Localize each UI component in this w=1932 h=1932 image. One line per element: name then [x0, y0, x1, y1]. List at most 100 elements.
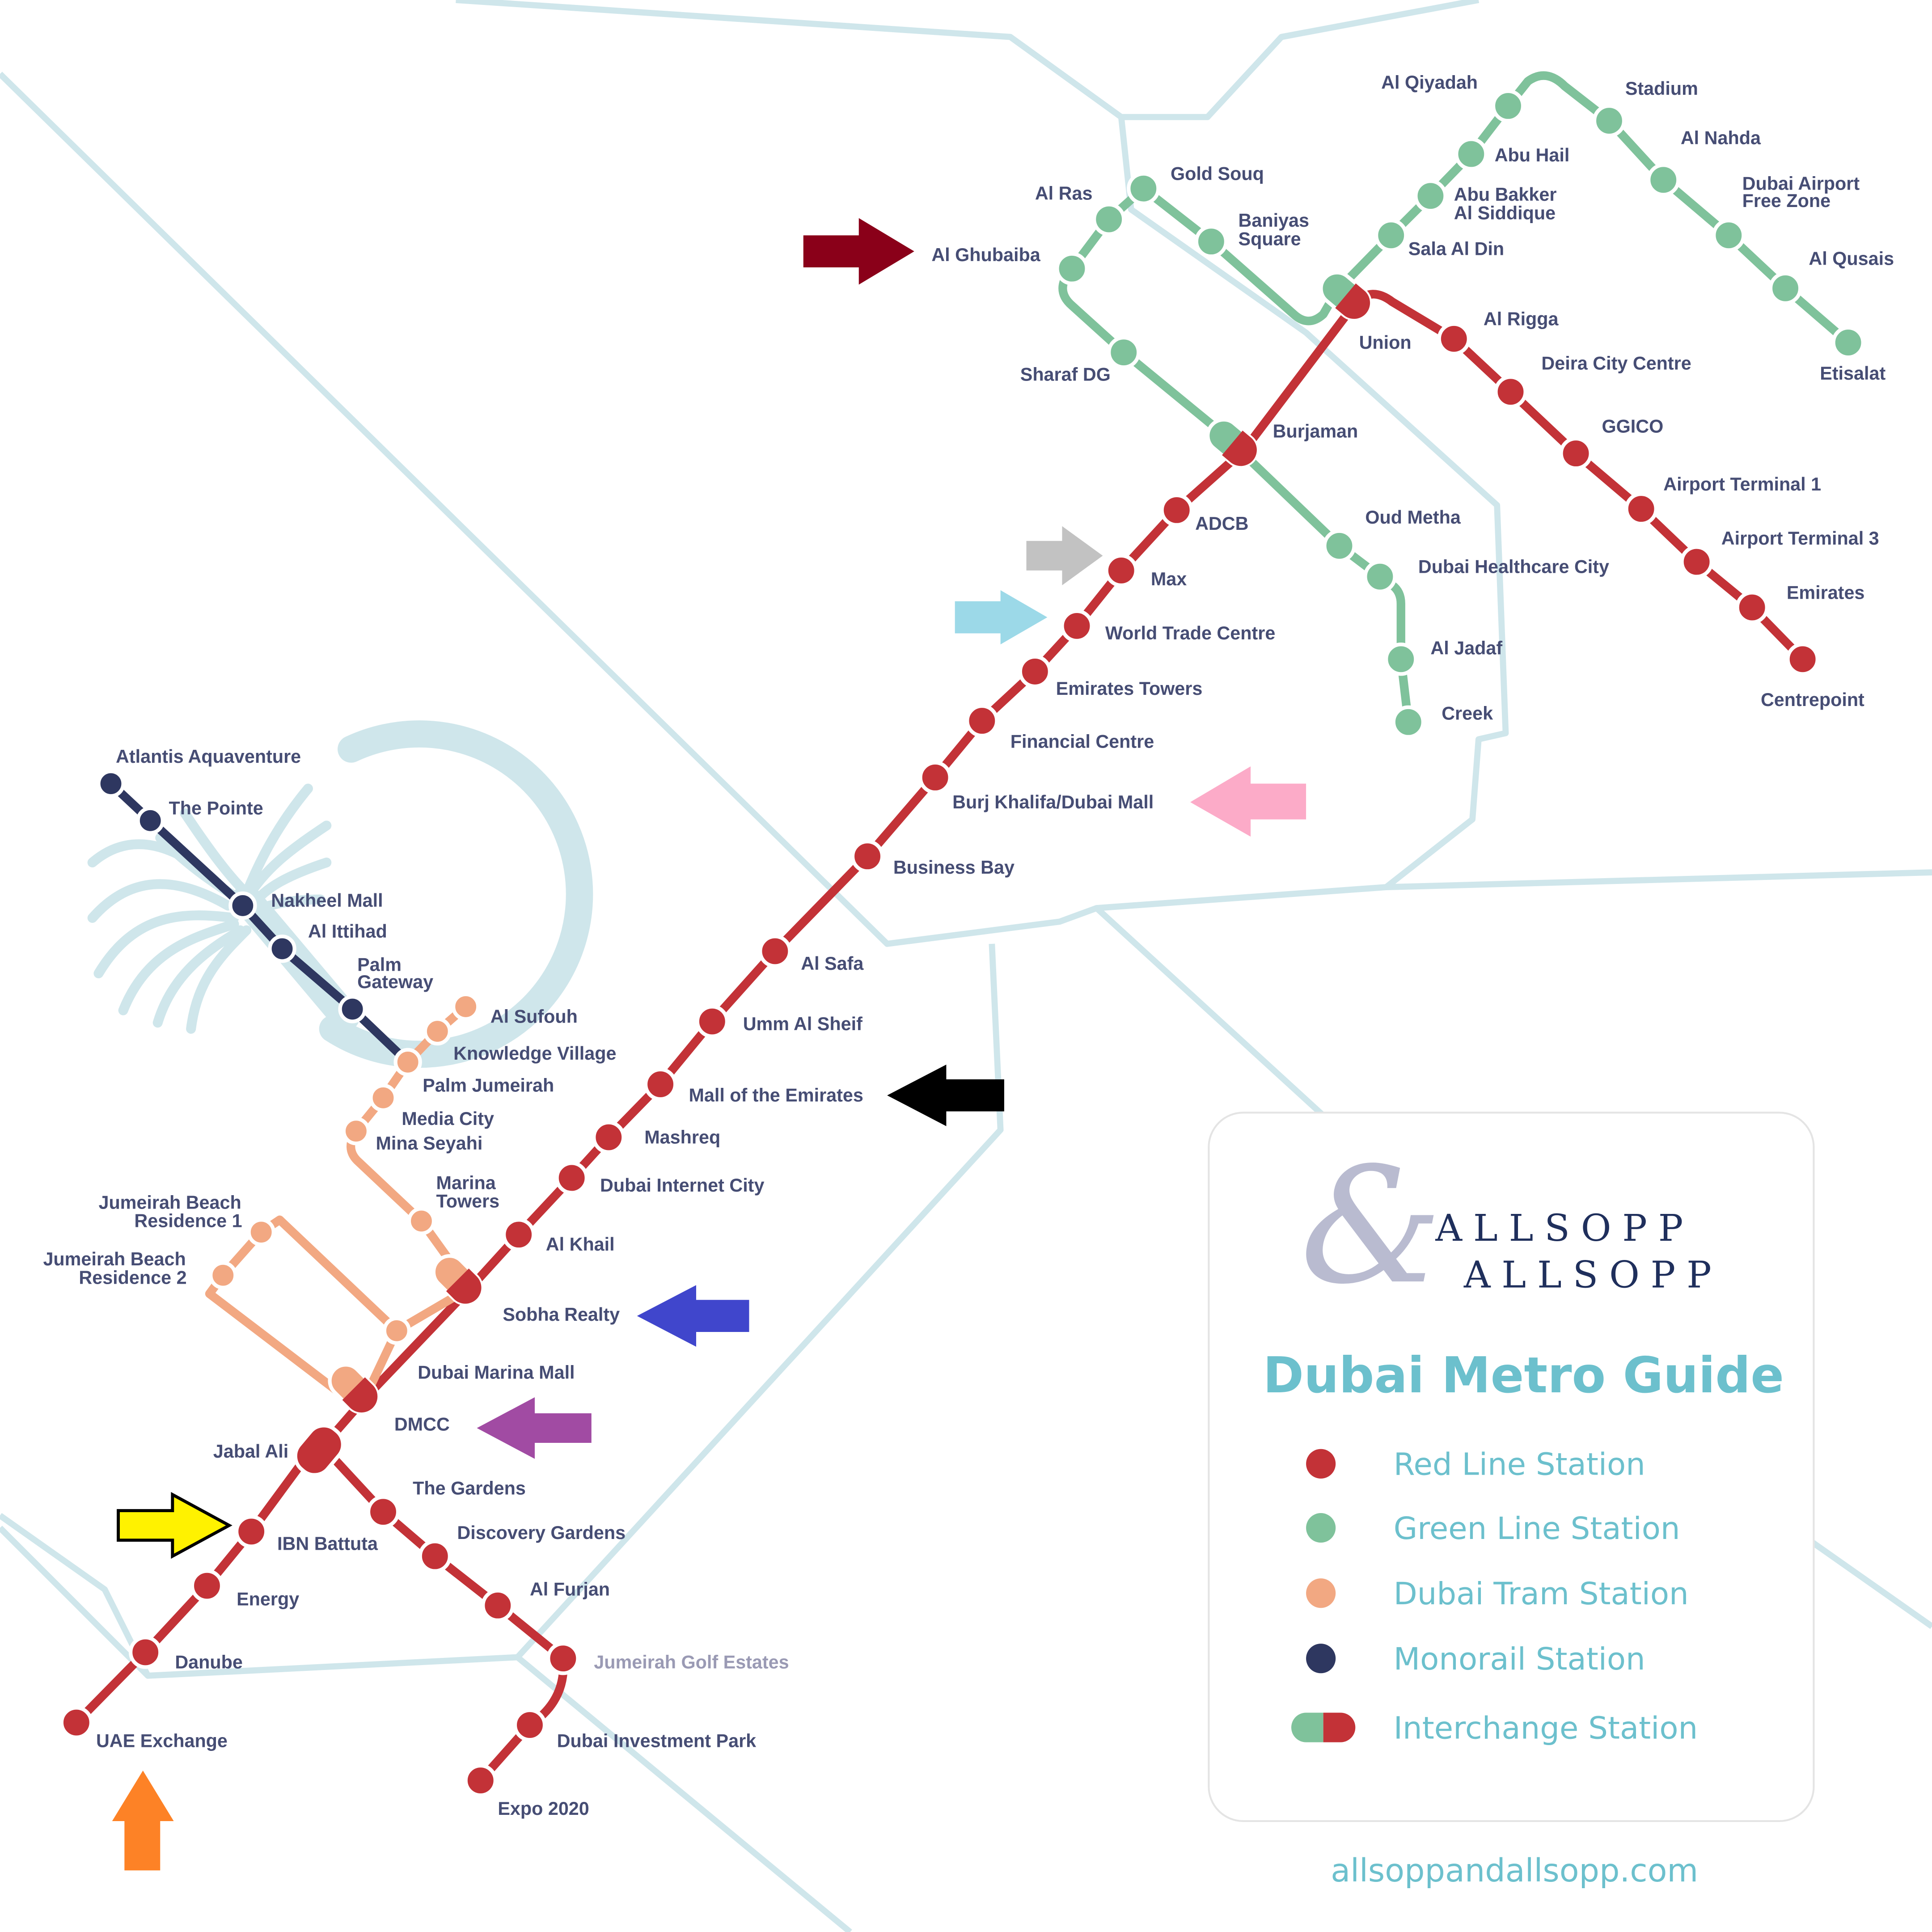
station-max[interactable] — [1104, 554, 1138, 588]
label-mall-of-the-emirates: Mall of the Emirates — [689, 1085, 863, 1106]
label-abu-bakker-2: Al Siddique — [1454, 203, 1556, 224]
station-mall-of-the-emirates[interactable] — [643, 1067, 677, 1101]
station-baniyas-square[interactable] — [1194, 224, 1228, 258]
website-link[interactable]: allsoppandallsopp.com — [1331, 1852, 1698, 1889]
station-media-city[interactable] — [369, 1083, 397, 1112]
station-dubai-healthcare-city[interactable] — [1363, 560, 1397, 593]
station-jabal-ali[interactable] — [288, 1419, 350, 1482]
station-jbr1[interactable] — [247, 1218, 275, 1247]
station-knowledge-village[interactable] — [423, 1017, 452, 1046]
station-emirates[interactable] — [1735, 591, 1769, 624]
label-emirates-towers: Emirates Towers — [1056, 678, 1203, 699]
station-nakheel-mall[interactable] — [228, 891, 257, 920]
station-the-pointe[interactable] — [136, 806, 165, 835]
label-dubai-healthcare-city: Dubai Healthcare City — [1418, 556, 1609, 577]
label-al-rigga: Al Rigga — [1484, 309, 1559, 330]
station-discovery-gardens[interactable] — [418, 1539, 452, 1573]
station-sala-al-din[interactable] — [1374, 219, 1408, 252]
legend-card — [1208, 1112, 1815, 1822]
station-financial-centre[interactable] — [965, 704, 999, 738]
stations — [59, 89, 1865, 1797]
label-discovery-gardens: Discovery Gardens — [457, 1522, 626, 1543]
station-atlantis[interactable] — [97, 769, 125, 798]
station-al-khail[interactable] — [502, 1218, 536, 1251]
station-union[interactable] — [1315, 266, 1377, 326]
station-airport-t1[interactable] — [1624, 492, 1658, 526]
station-sobha-realty[interactable] — [427, 1249, 488, 1310]
station-al-furjan[interactable] — [481, 1589, 515, 1622]
label-gold-souq: Gold Souq — [1171, 163, 1264, 184]
station-burj-khalifa[interactable] — [918, 761, 952, 795]
station-centrepoint[interactable] — [1786, 643, 1819, 676]
legend-interchange-label: Interchange Station — [1394, 1710, 1698, 1746]
legend: & ALLSOPP ALLSOPP Dubai Metro Guide Red … — [1208, 1112, 1815, 1822]
label-dubai-investment-park: Dubai Investment Park — [557, 1731, 757, 1751]
station-oud-metha[interactable] — [1323, 529, 1356, 562]
label-sobha-realty: Sobha Realty — [503, 1304, 620, 1325]
station-the-gardens[interactable] — [366, 1495, 400, 1529]
station-ibn-battuta[interactable] — [234, 1515, 268, 1548]
station-al-nahda[interactable] — [1647, 163, 1680, 197]
label-oud-metha: Oud Metha — [1365, 507, 1461, 528]
label-ibn-battuta: IBN Battuta — [277, 1534, 378, 1554]
station-business-bay[interactable] — [850, 840, 884, 873]
legend-green-icon — [1306, 1513, 1336, 1543]
arrow-max — [1026, 526, 1103, 585]
station-palm-jumeirah[interactable] — [393, 1048, 422, 1077]
station-adcb[interactable] — [1160, 493, 1193, 527]
station-airport-t3[interactable] — [1680, 545, 1713, 579]
legend-tram-icon — [1306, 1578, 1336, 1608]
station-danube[interactable] — [128, 1636, 162, 1669]
label-al-furjan: Al Furjan — [530, 1579, 610, 1600]
station-deira-city-centre[interactable] — [1494, 375, 1527, 409]
label-mina-seyahi: Mina Seyahi — [376, 1133, 483, 1154]
station-al-rigga[interactable] — [1437, 322, 1471, 356]
label-abu-bakker-1: Abu Bakker — [1454, 184, 1557, 205]
label-sala-al-din: Sala Al Din — [1408, 238, 1504, 259]
station-mina-seyahi[interactable] — [342, 1117, 371, 1146]
station-al-sufouh[interactable] — [451, 992, 480, 1021]
station-burjaman[interactable] — [1201, 413, 1264, 473]
station-energy[interactable] — [190, 1569, 224, 1602]
station-dubai-marina-mall[interactable] — [382, 1316, 411, 1345]
station-emirates-towers[interactable] — [1018, 655, 1052, 689]
station-al-qiyadah[interactable] — [1491, 89, 1525, 123]
label-al-ghubaiba: Al Ghubaiba — [931, 245, 1040, 265]
station-al-ras[interactable] — [1092, 203, 1126, 236]
station-world-trade-centre[interactable] — [1060, 609, 1094, 643]
station-expo-2020[interactable] — [464, 1763, 497, 1797]
station-abu-bakker[interactable] — [1414, 179, 1447, 213]
station-jumeirah-golf-estates[interactable] — [546, 1642, 580, 1675]
label-nakheel-mall: Nakheel Mall — [271, 890, 383, 911]
station-abu-hail[interactable] — [1454, 137, 1488, 171]
station-etisalat[interactable] — [1831, 326, 1865, 359]
station-creek[interactable] — [1391, 705, 1425, 739]
station-marina-towers[interactable] — [407, 1207, 436, 1235]
label-uae-exchange: UAE Exchange — [96, 1731, 228, 1751]
label-al-ittihad: Al Ittihad — [308, 921, 387, 942]
station-dmcc[interactable] — [323, 1358, 384, 1419]
label-jbr2-1: Jumeirah Beach — [43, 1249, 186, 1269]
brand-line-2: ALLSOPP — [1463, 1254, 1723, 1297]
station-al-safa[interactable] — [758, 934, 792, 968]
station-dubai-investment-park[interactable] — [513, 1708, 547, 1742]
station-umm-al-sheif[interactable] — [695, 1005, 729, 1038]
station-uae-exchange[interactable] — [59, 1706, 93, 1739]
station-al-ittihad[interactable] — [268, 934, 296, 963]
station-mashreq[interactable] — [592, 1120, 626, 1154]
station-dafz[interactable] — [1712, 219, 1746, 252]
station-jbr2[interactable] — [209, 1261, 237, 1289]
road — [456, 0, 1480, 120]
station-ggico[interactable] — [1559, 436, 1593, 470]
station-palm-gateway[interactable] — [338, 995, 367, 1023]
road — [0, 72, 1509, 947]
station-al-jadaf[interactable] — [1384, 643, 1418, 676]
station-al-ghubaiba[interactable] — [1055, 252, 1089, 285]
label-dmcc: DMCC — [394, 1414, 450, 1434]
station-gold-souq[interactable] — [1127, 172, 1160, 205]
station-sharaf-dg[interactable] — [1107, 335, 1141, 369]
legend-tram-label: Dubai Tram Station — [1394, 1576, 1689, 1612]
station-dubai-internet-city[interactable] — [555, 1161, 588, 1195]
station-stadium[interactable] — [1592, 104, 1626, 138]
station-al-qusais[interactable] — [1768, 271, 1802, 305]
